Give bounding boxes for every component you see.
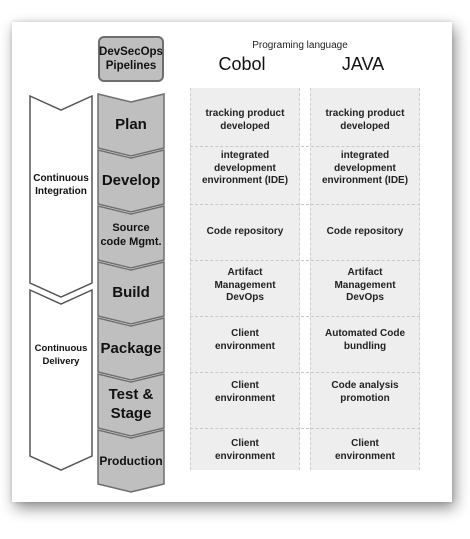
cell-java-source-code: Code repository bbox=[326, 226, 404, 237]
cell-cobol-package: Client environment bbox=[214, 328, 275, 352]
cell-java-production: Client environment bbox=[334, 438, 395, 462]
cell-java-build: Artifact Management DevOps bbox=[334, 267, 396, 303]
cell-cobol-build: Artifact Management DevOps bbox=[214, 267, 276, 303]
row-divider bbox=[190, 146, 420, 147]
language-title: Programing language bbox=[252, 40, 348, 51]
stage-shape-test-stage bbox=[97, 373, 165, 437]
pipelines-header-label: DevSecOps Pipelines bbox=[99, 46, 163, 72]
cell-java-test-stage: Code analysis promotion bbox=[331, 380, 399, 404]
row-divider bbox=[190, 204, 420, 205]
row-divider bbox=[190, 316, 420, 317]
java-column bbox=[310, 88, 420, 470]
stage-shape-build bbox=[97, 261, 165, 325]
row-divider bbox=[190, 260, 420, 261]
stage-develop: Develop bbox=[101, 172, 161, 189]
stage-build: Build bbox=[112, 284, 150, 301]
cell-cobol-test-stage: Client environment bbox=[214, 380, 275, 404]
row-divider bbox=[190, 372, 420, 373]
cell-java-plan: tracking product developed bbox=[325, 108, 405, 132]
cell-java-develop: integrated development environment (IDE) bbox=[321, 150, 409, 186]
cell-cobol-develop: integrated development environment (IDE) bbox=[201, 150, 289, 186]
cell-cobol-plan: tracking product developed bbox=[205, 108, 285, 132]
stage-test-stage: Test & Stage bbox=[108, 386, 154, 422]
pipelines-header: DevSecOps Pipelines bbox=[98, 36, 164, 82]
cell-cobol-source-code: Code repository bbox=[206, 226, 284, 237]
stage-shape-develop bbox=[97, 149, 165, 213]
cell-cobol-production: Client environment bbox=[214, 438, 275, 462]
ci-label: Continuous Integration bbox=[33, 173, 89, 197]
cd-chevron bbox=[29, 288, 93, 471]
cd-label: Continuous Delivery bbox=[34, 343, 88, 367]
column-header-cobol: Cobol bbox=[218, 54, 266, 74]
cell-java-package: Automated Code bundling bbox=[325, 328, 405, 352]
stage-plan: Plan bbox=[115, 116, 147, 133]
stage-source-code: Source code Mgmt. bbox=[100, 222, 162, 248]
cobol-column bbox=[190, 88, 300, 470]
row-divider bbox=[190, 428, 420, 429]
stage-production: Production bbox=[99, 454, 163, 468]
stage-shape-source-code bbox=[97, 205, 165, 269]
stage-shape-package bbox=[97, 317, 165, 381]
stage-shape-plan bbox=[97, 93, 165, 157]
column-header-java: JAVA bbox=[341, 54, 385, 74]
stage-shape-production bbox=[97, 429, 165, 493]
ci-chevron bbox=[29, 94, 93, 298]
stage-package: Package bbox=[100, 340, 162, 357]
